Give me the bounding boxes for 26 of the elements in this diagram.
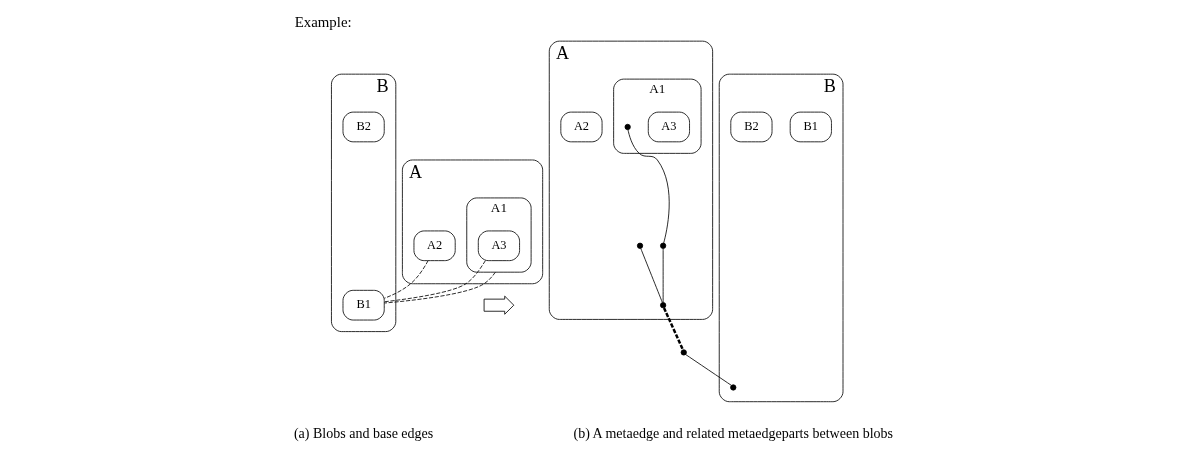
connector (685, 354, 732, 386)
node-box: A2 (560, 111, 603, 143)
connector (627, 129, 670, 244)
connector (640, 248, 663, 303)
connector (662, 248, 664, 303)
node-arrow (483, 295, 515, 315)
node-circle (660, 242, 667, 249)
node-circle (730, 384, 737, 391)
node-box: A3 (477, 230, 520, 262)
node-box: B1 (789, 111, 832, 143)
label: (a) Blobs and base edges (293, 426, 434, 442)
node-box: A2 (413, 230, 456, 262)
node-box: B2 (342, 111, 385, 143)
node-box: B1 (342, 289, 385, 321)
node-box: B2 (730, 111, 773, 143)
connector (662, 307, 685, 351)
node-circle (660, 302, 667, 309)
connector (383, 260, 486, 303)
node-circle (680, 349, 687, 356)
diagram-title: Example: (294, 13, 352, 30)
node-circle (624, 123, 631, 131)
label: (b) A metaedge and related metaedgeparts between blobs (573, 426, 894, 442)
connector (383, 260, 429, 299)
node-circle (636, 242, 644, 249)
connector (383, 271, 496, 304)
node-box: A3 (647, 111, 690, 143)
